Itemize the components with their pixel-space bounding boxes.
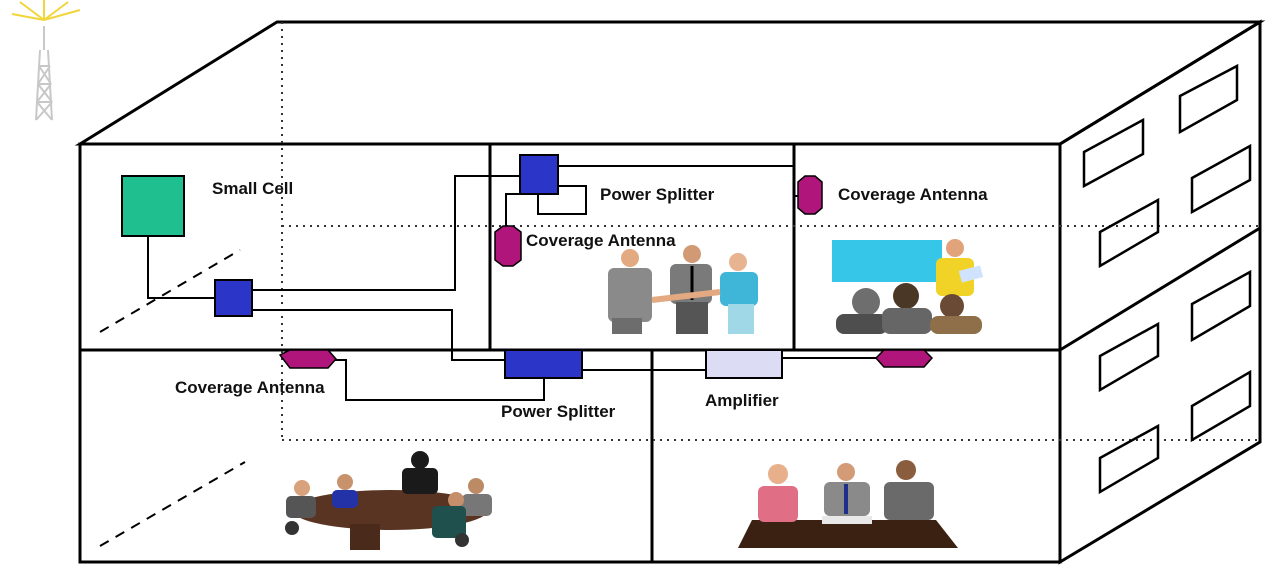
hidden-edges: [281, 22, 1260, 441]
small-cell-box: [121, 175, 185, 237]
cell-tower-icon: [11, 0, 81, 121]
coverage-antenna-upper-right-label: Coverage Antenna: [838, 185, 988, 204]
antenna-lower-right: [874, 349, 934, 368]
splitter-box-top: [519, 154, 559, 195]
antenna-lower-left: [278, 349, 338, 369]
splitter-box-left: [214, 279, 253, 317]
antenna-upper-right: [797, 175, 823, 215]
coverage-antenna-middle-label: Coverage Antenna: [526, 231, 676, 250]
antenna-middle: [494, 225, 522, 267]
coverage-antenna-lower-left-label: Coverage Antenna: [175, 378, 325, 397]
small-cell-label: Small Cell: [212, 179, 294, 198]
people-handshake-icon: [608, 245, 758, 334]
splitter-box-bottom: [504, 349, 583, 379]
meeting-table-icon: [285, 451, 492, 550]
presentation-icon: [832, 239, 984, 334]
power-splitter-top-label: Power Splitter: [600, 185, 715, 204]
power-splitter-bottom-label: Power Splitter: [501, 402, 616, 421]
amplifier-label: Amplifier: [705, 391, 779, 410]
floor-dash-lines: [99, 249, 246, 547]
business-discussion-icon: [738, 460, 958, 548]
side-windows: [1082, 63, 1252, 495]
amplifier-box: [705, 349, 783, 379]
